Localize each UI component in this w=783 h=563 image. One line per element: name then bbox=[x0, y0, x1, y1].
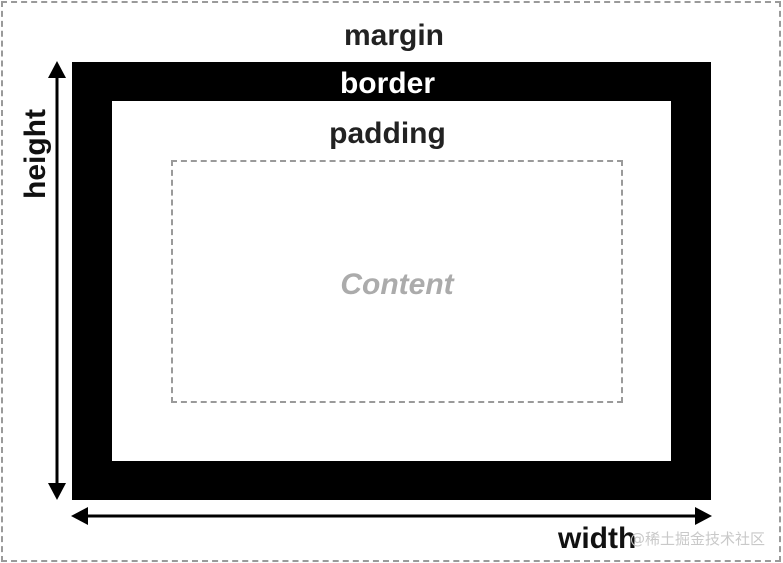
watermark-text: @稀土掘金技术社区 bbox=[629, 530, 765, 548]
content-label: Content bbox=[340, 268, 454, 301]
width-label: width bbox=[558, 522, 637, 555]
width-arrow bbox=[71, 507, 712, 525]
height-arrow bbox=[48, 61, 66, 500]
content-box-outline bbox=[171, 160, 623, 403]
margin-label: margin bbox=[343, 19, 445, 52]
height-label: height bbox=[19, 109, 52, 199]
border-label: border bbox=[339, 67, 435, 100]
padding-label: padding bbox=[329, 117, 446, 150]
